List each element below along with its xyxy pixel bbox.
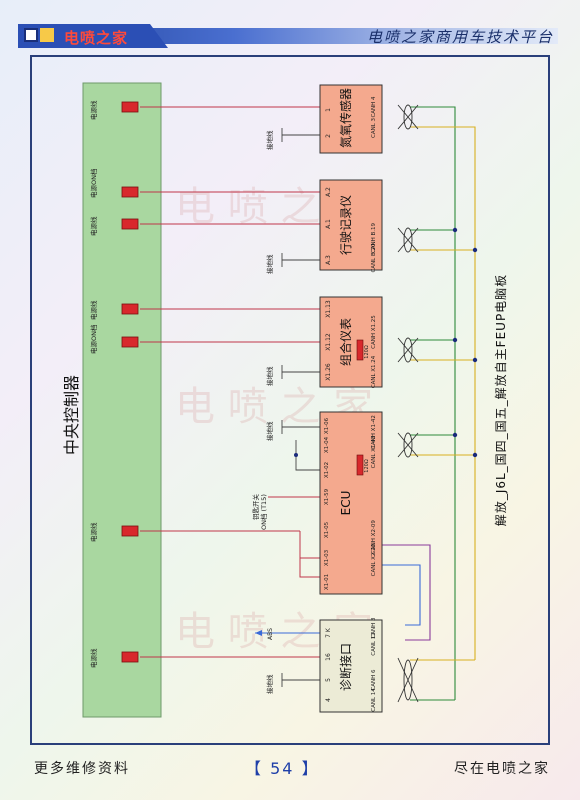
tacho-pin-a3: A.3 xyxy=(325,255,332,265)
ecu-pin-x1-03: X1-03 xyxy=(324,549,330,566)
module-diagnostic-port: 诊断接口 7 K 16 5 4 CANH 3 CANL 11 CANH 6 CA… xyxy=(319,617,383,713)
ground-label-3: 接地线 xyxy=(265,366,274,386)
diag-can-h-3: CANH 3 xyxy=(371,617,377,639)
label-power-2: 电源线 xyxy=(89,216,98,236)
can-junctions xyxy=(452,227,478,458)
cluster-can-h: CANH X1.25 xyxy=(371,315,377,349)
page-number-value: 54 xyxy=(270,759,295,778)
ecu-pin-x1-59: X1-59 xyxy=(324,488,330,505)
abs-label: ABS xyxy=(267,628,274,640)
ecu-pin-x1-06: X1-06 xyxy=(324,417,330,434)
diagram-title: 解放_J6L_国四_国五_解放自主FEUP电脑板 xyxy=(493,274,508,526)
ecu-pin-x1-02: X1-02 xyxy=(324,462,330,478)
page-header: 电喷之家 电喷之家商用车技术平台 xyxy=(0,0,580,52)
twisted-pair-icons xyxy=(397,104,419,703)
nox-pin-2: 2 xyxy=(325,134,332,138)
diag-pin-7k: 7 K xyxy=(325,627,332,638)
fuse-2 xyxy=(121,186,139,198)
wire-labels: 电源线 电源ON档 电源线 电源线 电源ON档 电源线 电源线 xyxy=(89,100,98,668)
nox-can-l: CANL 3 xyxy=(371,117,377,138)
cluster-resistor-label: 120Ω xyxy=(364,345,370,359)
nox-name: 氮氧传感器 xyxy=(338,88,353,148)
logo-accent-icon xyxy=(40,28,54,42)
platform-title: 电喷之家商用车技术平台 xyxy=(366,28,554,46)
diag-name: 诊断接口 xyxy=(338,643,353,691)
diag-can-l-11: CANL 11 xyxy=(371,632,377,656)
ecu-resistor-icon xyxy=(356,454,364,476)
ecu-can-h-upper: CANH X1-42 xyxy=(371,415,377,449)
ecu-can-l-lower: CANL X2-10 xyxy=(371,543,377,576)
fuse-7 xyxy=(121,651,139,663)
ground-label-4: 接地线 xyxy=(265,421,274,441)
cluster-pin-12: X1.12 xyxy=(325,333,332,351)
nox-pin-1: 1 xyxy=(325,108,332,112)
module-nox-sensor: 氮氧传感器 1 2 CANH 4 CANL 3 xyxy=(319,84,383,154)
label-power-4: 电源线 xyxy=(89,522,98,542)
central-controller-label: 中央控制器 xyxy=(62,375,81,455)
fuse-blocks xyxy=(121,101,139,663)
page-bracket-open: 【 xyxy=(245,759,264,778)
ecu-can-l-upper: CANL X1-43 xyxy=(371,435,377,468)
ground-label-5: 接地线 xyxy=(265,674,274,694)
fuse-4 xyxy=(121,303,139,315)
diag-can-h-6: CANH 6 xyxy=(371,669,377,691)
page-footer: 更多维修资料 【 54 】 尽在电喷之家 xyxy=(0,748,580,800)
fuse-3 xyxy=(121,218,139,230)
fuse-1 xyxy=(121,101,139,113)
label-power-1: 电源线 xyxy=(89,100,98,120)
footer-right-text: 尽在电喷之家 xyxy=(454,761,550,777)
page-number: 【 54 】 xyxy=(245,755,320,779)
key-on-label: ON档 (T15) xyxy=(259,494,268,530)
logo-square-icon xyxy=(24,28,38,42)
module-ecu: ECU X1-06 X1-04 X1-02 X1-59 X1-05 X1-03 … xyxy=(319,411,383,595)
ecu-pin-x1-05: X1-05 xyxy=(324,521,330,538)
tacho-pin-a2: A.2 xyxy=(325,187,332,197)
key-switch-label: 钥匙开关 xyxy=(251,494,260,521)
diag-can-l-14: CANL 14 xyxy=(371,688,377,712)
ecu-resistor-label: 120Ω xyxy=(364,459,370,473)
module-instrument-cluster: 组合仪表 X1.13 X1.12 X1.26 120Ω CANH X1.25 C… xyxy=(319,296,383,388)
ecu-can-h-lower: CANH X2-09 xyxy=(371,520,377,554)
brand-name: 电喷之家 xyxy=(64,29,129,47)
fuse-6 xyxy=(121,525,139,537)
footer-left-text: 更多维修资料 xyxy=(34,761,130,777)
cluster-pin-26: X1.26 xyxy=(325,363,332,381)
label-power-5: 电源线 xyxy=(89,648,98,668)
ground-label-2: 接地线 xyxy=(265,254,274,274)
ground-wires xyxy=(281,128,320,687)
tacho-can-l: CANL B.20 xyxy=(371,243,377,273)
diagram-frame xyxy=(30,55,550,745)
tacho-can-h: CANH B.19 xyxy=(371,222,377,253)
ground-labels: 接地线 接地线 接地线 接地线 接地线 xyxy=(265,130,274,694)
label-power-3: 电源线 xyxy=(89,300,98,320)
cluster-resistor-icon xyxy=(356,339,364,361)
tachograph-name: 行驶记录仪 xyxy=(338,195,353,255)
cluster-pin-13: X1.13 xyxy=(325,300,332,318)
tacho-pin-a1: A.1 xyxy=(325,219,332,229)
module-tachograph: 行驶记录仪 A.2 A.1 A.3 CANH B.19 CANL B.20 xyxy=(319,179,383,273)
ecu-pin-x1-04: X1-04 xyxy=(324,436,330,453)
cluster-name: 组合仪表 xyxy=(338,318,353,366)
diag-pin-4: 4 xyxy=(325,698,332,702)
power-wires xyxy=(140,106,320,658)
ecu-pin-x1-01: X1-01 xyxy=(324,574,330,590)
diag-pin-16: 16 xyxy=(325,653,332,661)
ground-label-1: 接地线 xyxy=(265,130,274,150)
fuse-5 xyxy=(121,336,139,348)
diag-pin-5: 5 xyxy=(325,678,332,682)
cluster-can-l: CANL X1.24 xyxy=(371,355,377,388)
nox-can-h: CANH 4 xyxy=(371,96,377,118)
label-power-on-1: 电源ON档 xyxy=(89,169,98,198)
can-bus xyxy=(380,106,476,701)
label-power-on-2: 电源ON档 xyxy=(89,325,98,354)
page-bracket-close: 】 xyxy=(301,759,320,778)
ecu-name: ECU xyxy=(339,491,353,516)
